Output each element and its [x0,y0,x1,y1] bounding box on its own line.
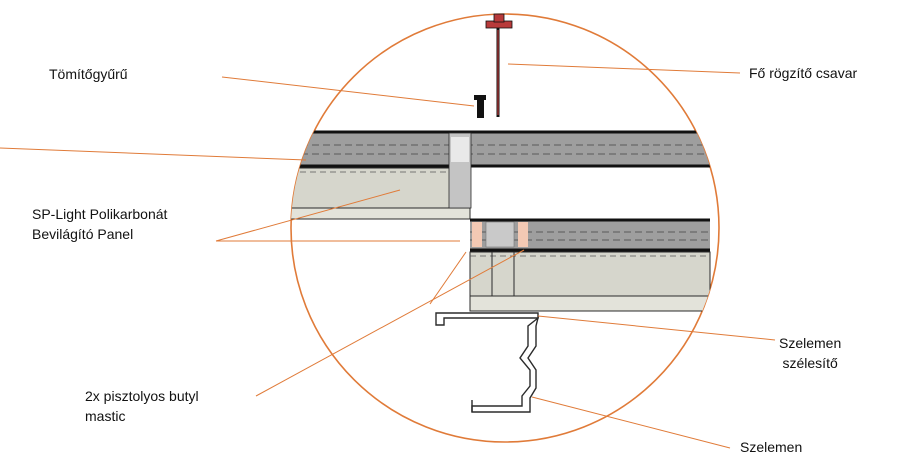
main-fixing-screw [485,13,513,117]
leader-left-panel [0,147,307,161]
label-mastic: 2x pisztolyos butyl mastic [85,386,199,426]
upper-insulation [291,167,471,209]
leader-mastic-right [255,249,525,397]
label-main-screw: Fő rögzítő csavar [749,65,858,81]
label-panel-line1: SP-Light Polikarbonát [32,206,168,222]
label-purlin-widener-line2: szélesítő [782,355,838,371]
leader-purlin [531,396,731,449]
lower-bottom-plate [469,295,711,312]
label-mastic-line1: 2x pisztolyos butyl [85,388,199,404]
label-panel: SP-Light Polikarbonát Bevilágító Panel [32,204,167,244]
lower-insulation [469,251,711,297]
leader-panel-top [215,189,401,242]
label-panel-line2: Bevilágító Panel [32,226,134,242]
label-purlin-widener-line1: Szelemen [779,335,842,351]
gasket-strip-left [472,222,482,247]
label-purlin-widener: Szelemen szélesítő [779,333,841,373]
upper-polycarbonate-panel [291,132,710,166]
label-mastic-line2: mastic [85,408,126,424]
leader-mastic-left [429,251,467,305]
leader-main-screw [507,63,741,74]
gasket-strip-right [518,222,528,247]
label-sealing-ring: Tömítőgyűrű [49,66,128,82]
sealing-ring-screw [474,95,486,118]
leader-lines [0,63,776,449]
leader-purlin-widener [537,315,776,341]
leader-sealing-ring [221,76,475,107]
label-purlin: Szelemen [740,439,803,455]
upper-bottom-plate [291,207,471,220]
